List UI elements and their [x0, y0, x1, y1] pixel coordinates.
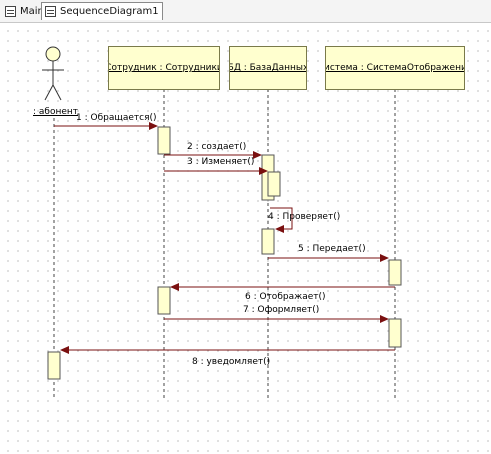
message-6-label: 6 : Отображает(): [245, 292, 326, 302]
document-icon: [5, 5, 16, 17]
tab-sequence-diagram-label: SequenceDiagram1: [60, 6, 159, 17]
activation-sistema-1[interactable]: [388, 259, 402, 286]
object-sotrudnik-label: Сотрудник : Сотрудники: [108, 63, 220, 73]
object-bd-label: БД : БазаДанных: [229, 63, 307, 73]
diagram-canvas[interactable]: [0, 23, 491, 454]
activation-bd-3[interactable]: [261, 228, 275, 255]
object-sotrudnik[interactable]: Сотрудник : Сотрудники: [108, 46, 220, 90]
message-5-label: 5 : Передает(): [298, 244, 366, 254]
activation-bd-2[interactable]: [267, 171, 281, 197]
message-4-label: 4 : Проверяет(): [268, 212, 341, 222]
actor-label: : абонент: [33, 107, 79, 117]
actor-figure[interactable]: [42, 46, 64, 101]
object-bd[interactable]: БД : БазаДанных: [229, 46, 307, 90]
tab-main[interactable]: Main: [2, 2, 47, 20]
activation-sotrudnik-2[interactable]: [157, 286, 171, 315]
tab-sequence-diagram[interactable]: SequenceDiagram1: [41, 2, 163, 20]
message-8-label: 8 : уведомляет(): [192, 357, 271, 367]
message-7-label: 7 : Оформляет(): [243, 305, 320, 315]
object-sistema[interactable]: Система : СистемаОтображения: [325, 46, 465, 90]
message-2-label: 2 : создает(): [187, 142, 247, 152]
object-sistema-label: Система : СистемаОтображения: [325, 63, 465, 73]
tab-bar: Main SequenceDiagram1: [0, 0, 491, 23]
activation-abonent-1[interactable]: [47, 351, 61, 380]
diagram-icon: [45, 6, 56, 17]
message-4-arrow[interactable]: [270, 207, 293, 233]
message-3-label: 3 : Изменяет(): [187, 157, 255, 167]
message-1-label: 1 : Обращается(): [76, 113, 157, 123]
tab-main-label: Main: [20, 5, 44, 17]
activation-sotrudnik-1[interactable]: [157, 126, 171, 155]
activation-sistema-2[interactable]: [388, 318, 402, 348]
